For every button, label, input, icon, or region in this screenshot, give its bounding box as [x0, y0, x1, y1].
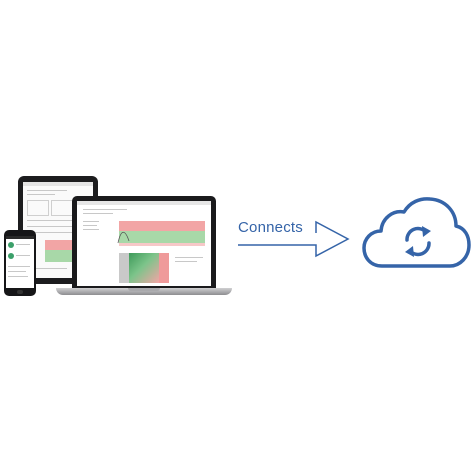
right-arrow-icon [238, 220, 350, 258]
cloud-sync-icon [362, 197, 471, 268]
connects-label: Connects [238, 219, 303, 236]
laptop-device [72, 196, 216, 288]
phone-screen [6, 236, 34, 288]
laptop-base [56, 288, 232, 295]
laptop-screen [77, 201, 211, 286]
phone-device [4, 230, 36, 296]
